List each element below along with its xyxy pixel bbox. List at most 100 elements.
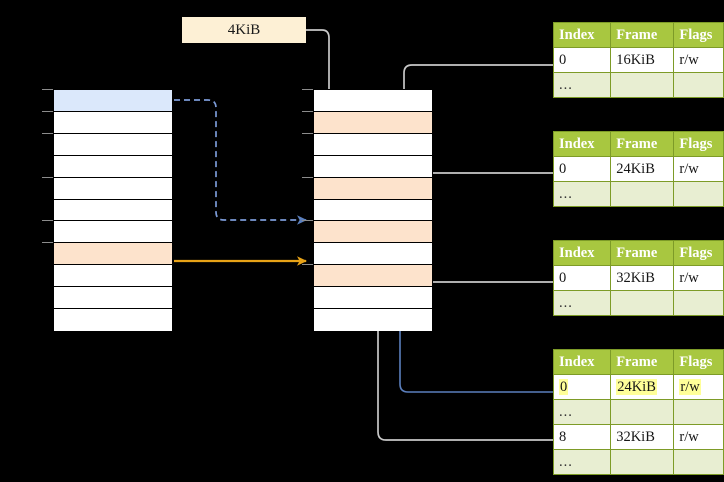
column-header-flags: Flags <box>673 240 724 266</box>
table-cell: 24KiB <box>610 156 675 182</box>
physical-frame-cell <box>314 90 432 112</box>
physical-frame-cell <box>314 243 432 266</box>
table-cell: ... <box>552 181 612 207</box>
page-size-label: 4KiB <box>182 17 306 43</box>
stack-tick-mark <box>302 132 313 134</box>
table-cell: 16KiB <box>610 47 675 73</box>
table-cell: ... <box>552 449 612 475</box>
table-cell <box>673 399 724 425</box>
physical-frame-cell <box>314 133 432 156</box>
physical-frame-cell <box>314 155 432 178</box>
physical-frame-cell <box>314 177 432 200</box>
stack-tick-mark <box>42 89 53 90</box>
stack-tick-mark <box>42 220 53 222</box>
physical-frame-cell <box>314 265 432 288</box>
column-header-index: Index <box>552 240 612 266</box>
stack-tick-mark <box>42 242 53 244</box>
column-header-index: Index <box>552 22 612 48</box>
virtual-page-cell <box>54 133 172 156</box>
table-cell: 0 <box>552 374 612 400</box>
column-header-index: Index <box>552 131 612 157</box>
table-cell <box>673 181 724 207</box>
table-cell: 8 <box>552 424 612 450</box>
physical-frame-cell <box>314 199 432 222</box>
table-cell <box>673 72 724 98</box>
table-cell: 24KiB <box>610 374 675 400</box>
table-cell: 0 <box>552 156 612 182</box>
table-cell: r/w <box>673 374 724 400</box>
virtual-address-space-stack <box>53 89 173 331</box>
table-row: 0 24KiB r/w <box>552 374 724 400</box>
table-cell <box>673 449 724 475</box>
table-cell: 0 <box>552 265 612 291</box>
table-cell: 32KiB <box>610 424 675 450</box>
virtual-page-cell <box>54 243 172 266</box>
physical-frame-cell <box>314 111 432 134</box>
table-row: ... <box>552 399 724 425</box>
virtual-page-cell <box>54 111 172 134</box>
table-cell: r/w <box>673 156 724 182</box>
table-cell: ... <box>552 72 612 98</box>
physical-memory-stack <box>313 89 433 331</box>
column-header-flags: Flags <box>673 349 724 375</box>
virtual-page-cell <box>54 90 172 112</box>
highlighted-value: 0 <box>559 378 569 395</box>
table-cell <box>610 399 675 425</box>
virtual-page-cell <box>54 177 172 200</box>
column-header-frame: Frame <box>610 131 675 157</box>
page-size-label-text: 4KiB <box>227 22 261 38</box>
table-cell: r/w <box>673 47 724 73</box>
table-cell: r/w <box>673 424 724 450</box>
highlighted-value: r/w <box>679 378 701 395</box>
stack-tick-mark <box>302 176 313 178</box>
table-cell <box>673 290 724 316</box>
stack-tick-mark <box>42 110 53 112</box>
highlighted-value: 24KiB <box>616 378 657 395</box>
table-cell: 32KiB <box>610 265 675 291</box>
virtual-page-cell <box>54 199 172 222</box>
table-cell: r/w <box>673 265 724 291</box>
stack-tick-mark <box>302 220 313 222</box>
table-cell: 0 <box>552 47 612 73</box>
table-row: ... <box>552 290 724 316</box>
table-cell <box>610 449 675 475</box>
virtual-page-cell <box>54 287 172 310</box>
virtual-page-cell <box>54 265 172 288</box>
table-row: ... <box>552 72 724 98</box>
table-cell <box>610 72 675 98</box>
table-cell <box>610 290 675 316</box>
column-header-frame: Frame <box>610 22 675 48</box>
table-row: ... <box>552 181 724 207</box>
physical-frame-cell <box>314 287 432 310</box>
table-row: ... <box>552 449 724 475</box>
virtual-page-cell <box>54 309 172 331</box>
column-header-frame: Frame <box>610 240 675 266</box>
virtual-page-cell <box>54 155 172 178</box>
stack-tick-mark <box>42 176 53 178</box>
stack-tick-mark <box>42 132 53 134</box>
table-cell: ... <box>552 290 612 316</box>
column-header-flags: Flags <box>673 22 724 48</box>
table-cell: ... <box>552 399 612 425</box>
virtual-page-cell <box>54 221 172 244</box>
physical-frame-cell <box>314 221 432 244</box>
stack-tick-mark <box>302 110 313 112</box>
stack-tick-mark <box>302 89 313 90</box>
column-header-flags: Flags <box>673 131 724 157</box>
physical-frame-cell <box>314 309 432 331</box>
column-header-index: Index <box>552 349 612 375</box>
stack-tick-mark <box>302 264 313 266</box>
